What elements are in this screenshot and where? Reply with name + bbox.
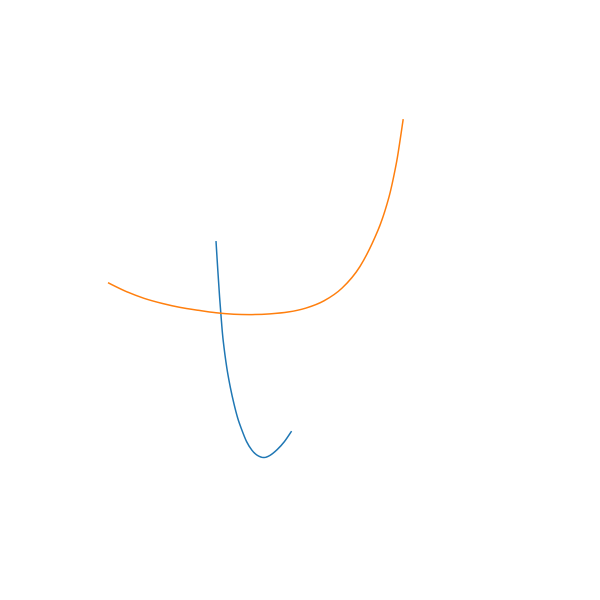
series-line-2 — [107, 118, 404, 316]
plot-group — [107, 118, 404, 459]
series-line-1 — [215, 241, 293, 459]
